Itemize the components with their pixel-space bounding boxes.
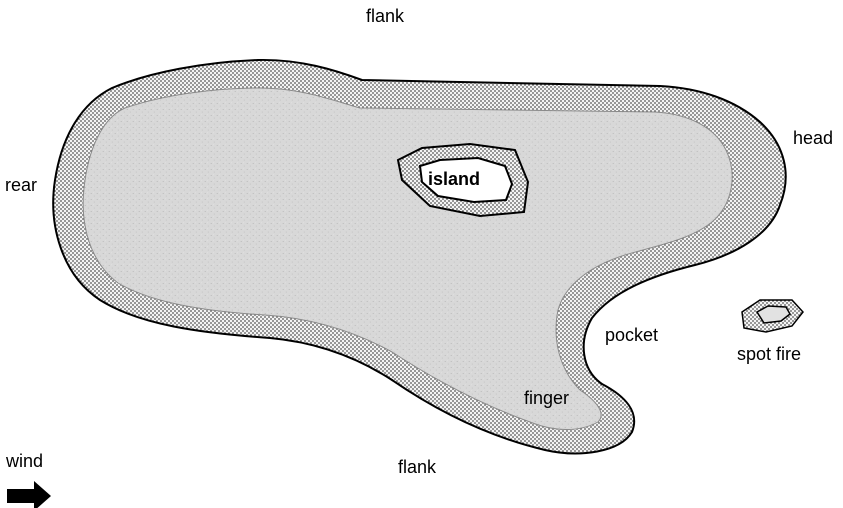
head-label: head — [793, 128, 833, 148]
spot-fire-label: spot fire — [737, 344, 801, 364]
flank-top-label: flank — [366, 6, 405, 26]
wind-label: wind — [5, 451, 43, 471]
flank-bottom-label: flank — [398, 457, 437, 477]
island-label: island — [428, 169, 480, 189]
finger-label: finger — [524, 388, 569, 408]
right-arrow-icon — [7, 481, 51, 508]
pocket-label: pocket — [605, 325, 658, 345]
rear-label: rear — [5, 175, 37, 195]
